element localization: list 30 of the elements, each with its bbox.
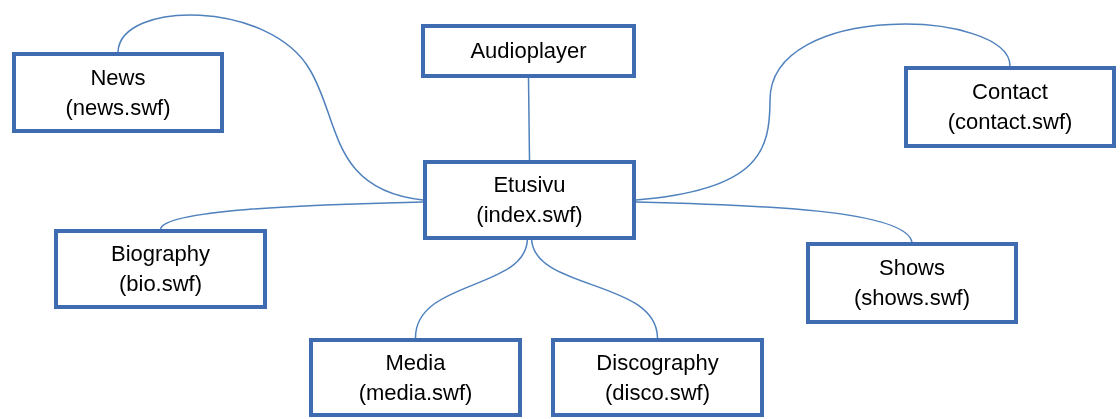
connector-line: [159, 201, 424, 230]
box-text: Contact: [972, 78, 1048, 106]
box-text: Discography: [596, 348, 719, 377]
connector-line: [530, 239, 659, 339]
box-text: (disco.swf): [604, 378, 711, 407]
box-text: (news.swf): [65, 93, 171, 122]
box-text: (contact.swf): [947, 108, 1073, 136]
box-text: Etusivu: [493, 171, 566, 199]
box-text: (index.swf): [476, 201, 583, 229]
box-text: Media: [385, 348, 446, 377]
box-text: Biography: [110, 240, 211, 268]
box-text: (media.swf): [358, 378, 473, 407]
connector-line: [635, 201, 913, 243]
page-box: [551, 338, 764, 417]
box-text: News: [90, 63, 146, 92]
page-box: [309, 338, 522, 417]
page-box: [54, 229, 267, 309]
page-box: [12, 52, 224, 133]
box-text: (shows.swf): [853, 284, 971, 312]
page-box: [423, 160, 636, 240]
box-text: (bio.swf): [118, 270, 203, 298]
connector-line: [635, 23, 1011, 201]
connector-line: [527, 77, 531, 161]
box-text: Shows: [878, 254, 945, 282]
box-text: Audioplayer: [470, 37, 587, 65]
connector-line: [414, 239, 529, 339]
page-box: [806, 242, 1018, 324]
page-box: [904, 66, 1116, 148]
page-box: [421, 24, 636, 78]
connector-line: [117, 14, 424, 201]
